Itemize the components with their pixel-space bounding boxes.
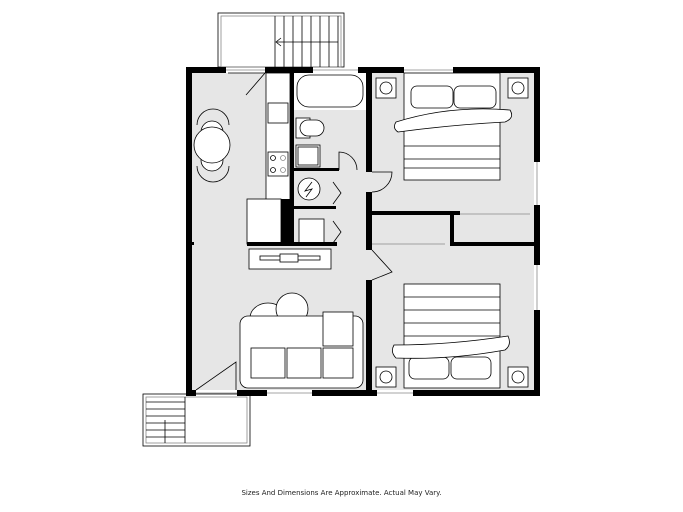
- living-room: [195, 248, 364, 391]
- walls: [186, 67, 540, 396]
- closets: [372, 213, 530, 245]
- dining-table: [193, 108, 231, 183]
- bedroom-top: [371, 72, 529, 193]
- bathroom: [293, 73, 366, 244]
- top-stairs: [217, 12, 345, 68]
- disclaimer-caption: Sizes And Dimensions Are Approximate. Ac…: [241, 489, 442, 497]
- windows: [196, 69, 538, 394]
- bottom-stairs: [142, 393, 251, 447]
- bedroom-bottom: [371, 249, 529, 389]
